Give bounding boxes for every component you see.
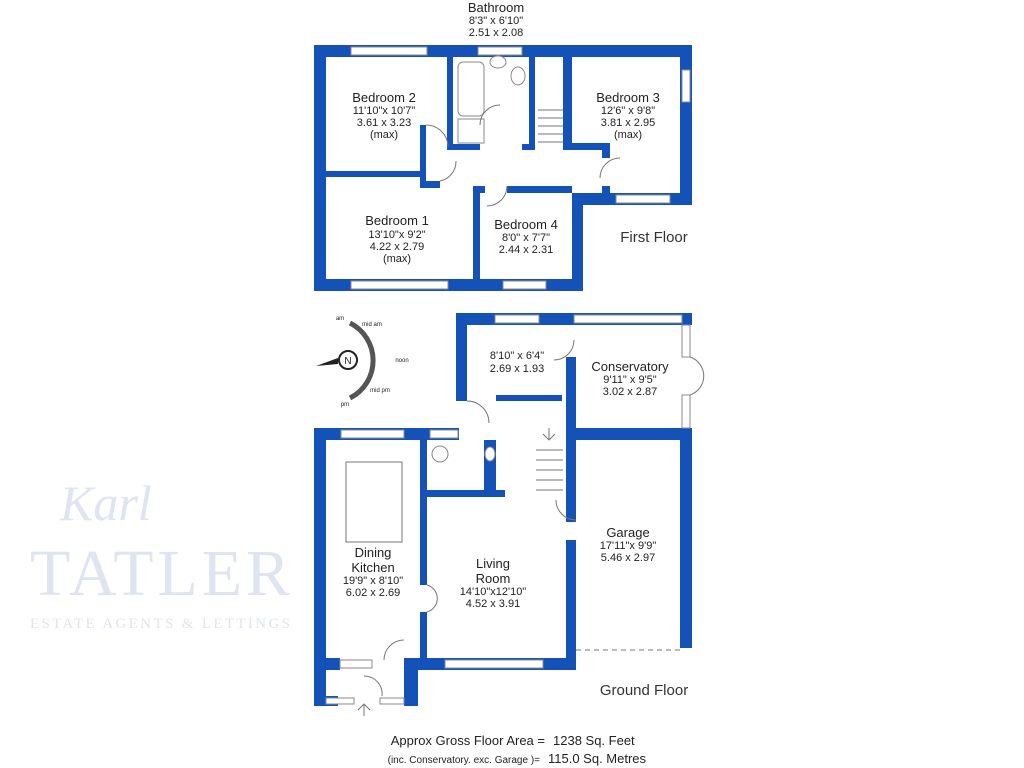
room-conservatory: Conservatory 9'11" x 9'5" 3.02 x 2.87 bbox=[591, 359, 669, 398]
room-name: Conservatory bbox=[591, 359, 669, 374]
compass-icon bbox=[338, 350, 358, 370]
room-imperial: 8'10" x 6'4" bbox=[490, 350, 544, 362]
stairs-icon bbox=[536, 449, 563, 491]
room-metric: 4.22 x 2.79 bbox=[370, 241, 424, 253]
room-name: Room bbox=[476, 571, 511, 586]
room-name: Dining bbox=[355, 545, 392, 560]
room-note: (max) bbox=[383, 253, 411, 265]
area-note: (inc. Conservatory. exc. Garage )= bbox=[388, 755, 541, 766]
room-metric: 2.44 x 2.31 bbox=[499, 244, 553, 256]
room-imperial: 8'3" x 6'10" bbox=[469, 15, 523, 27]
room-name: Living bbox=[476, 556, 510, 571]
room-imperial: 12'6" x 9'8" bbox=[601, 105, 655, 117]
room-name: Bedroom 3 bbox=[596, 90, 660, 105]
room-metric: 2.69 x 1.93 bbox=[490, 363, 544, 375]
area-sqm: 115.0 Sq. Metres bbox=[548, 751, 647, 766]
room-utility: 8'10" x 6'4" 2.69 x 1.93 bbox=[490, 350, 544, 375]
area-label: Approx Gross Floor Area = bbox=[391, 733, 545, 748]
room-imperial: 9'11" x 9'5" bbox=[603, 374, 656, 386]
door-swings bbox=[363, 339, 705, 697]
stairs-arrow-icon bbox=[542, 428, 556, 441]
room-metric: 6.02 x 2.69 bbox=[346, 587, 400, 599]
first-floor-fixtures bbox=[425, 55, 621, 207]
room-name: Bedroom 1 bbox=[365, 213, 429, 228]
compass-label: mid am bbox=[362, 322, 382, 328]
watermark-tagline: ESTATE AGENTS & LETTINGS bbox=[30, 616, 290, 632]
room-living-room: Living Room 14'10"x12'10" 4.52 x 3.91 bbox=[460, 556, 527, 610]
stairs-icon bbox=[538, 109, 563, 143]
room-imperial: 13'10"x 9'2" bbox=[368, 229, 425, 241]
toilet-icon bbox=[431, 445, 449, 463]
watermark: Karl TATLER ESTATE AGENTS & LETTINGS bbox=[30, 475, 290, 632]
room-imperial: 14'10"x12'10" bbox=[460, 586, 527, 598]
first-floor-windows bbox=[350, 46, 691, 290]
room-bedroom-3: Bedroom 3 12'6" x 9'8" 3.81 x 2.95 (max) bbox=[596, 90, 660, 141]
room-metric: 5.46 x 2.97 bbox=[601, 552, 655, 564]
room-dining-kitchen: Dining Kitchen 19'9" x 8'10" 6.02 x 2.69 bbox=[343, 545, 403, 599]
bath-icon bbox=[457, 61, 485, 117]
kitchen-worktop bbox=[345, 461, 403, 543]
door-swings bbox=[425, 104, 621, 207]
room-imperial: 11'10"x 10'7" bbox=[353, 105, 416, 117]
room-imperial: 19'9" x 8'10" bbox=[343, 575, 403, 587]
ground-floor-fixtures bbox=[345, 339, 705, 716]
room-name: Kitchen bbox=[351, 560, 394, 575]
compass-north: N bbox=[344, 356, 351, 367]
ground-floor-label: Ground Floor bbox=[600, 682, 688, 699]
room-imperial: 8'0" x 7'7" bbox=[502, 232, 550, 244]
compass-label: noon bbox=[395, 358, 408, 364]
room-metric: 4.52 x 3.91 bbox=[466, 598, 520, 610]
room-name: Garage bbox=[606, 525, 649, 540]
room-metric: 2.51 x 2.08 bbox=[469, 27, 523, 39]
room-imperial: 17'11"x 9'9" bbox=[600, 540, 657, 552]
compass-label: am bbox=[336, 316, 344, 322]
compass-label: mid pm bbox=[370, 388, 390, 394]
room-bathroom: Bathroom 8'3" x 6'10" 2.51 x 2.08 bbox=[468, 0, 524, 39]
room-metric: 3.81 x 2.95 bbox=[601, 117, 655, 129]
room-name: Bathroom bbox=[468, 0, 524, 15]
floor-area: Approx Gross Floor Area = 1238 Sq. Feet … bbox=[388, 733, 647, 766]
room-note: (max) bbox=[614, 129, 642, 141]
room-garage: Garage 17'11"x 9'9" 5.46 x 2.97 bbox=[600, 525, 657, 564]
room-name: Bedroom 4 bbox=[494, 217, 558, 232]
room-name: Bedroom 2 bbox=[352, 90, 416, 105]
entrance-arrow-icon bbox=[357, 703, 371, 716]
first-floor-label: First Floor bbox=[620, 229, 688, 246]
room-bedroom-2: Bedroom 2 11'10"x 10'7" 3.61 x 3.23 (max… bbox=[352, 90, 416, 141]
watermark-name: TATLER bbox=[30, 537, 290, 610]
room-metric: 3.61 x 3.23 bbox=[357, 117, 411, 129]
basin-icon bbox=[489, 55, 507, 69]
room-bedroom-1: Bedroom 1 13'10"x 9'2" 4.22 x 2.79 (max) bbox=[365, 213, 429, 265]
area-sqft: 1238 Sq. Feet bbox=[553, 733, 635, 748]
compass: N am mid am noon mid pm pm bbox=[316, 316, 409, 408]
basin-icon bbox=[484, 446, 496, 462]
room-note: (max) bbox=[370, 129, 398, 141]
room-metric: 3.02 x 2.87 bbox=[603, 386, 657, 398]
toilet-icon bbox=[510, 66, 526, 86]
watermark-script: Karl bbox=[59, 475, 152, 531]
compass-label: pm bbox=[341, 402, 349, 408]
ground-floor-windows bbox=[325, 314, 691, 705]
room-bedroom-4: Bedroom 4 8'0" x 7'7" 2.44 x 2.31 bbox=[494, 217, 558, 256]
